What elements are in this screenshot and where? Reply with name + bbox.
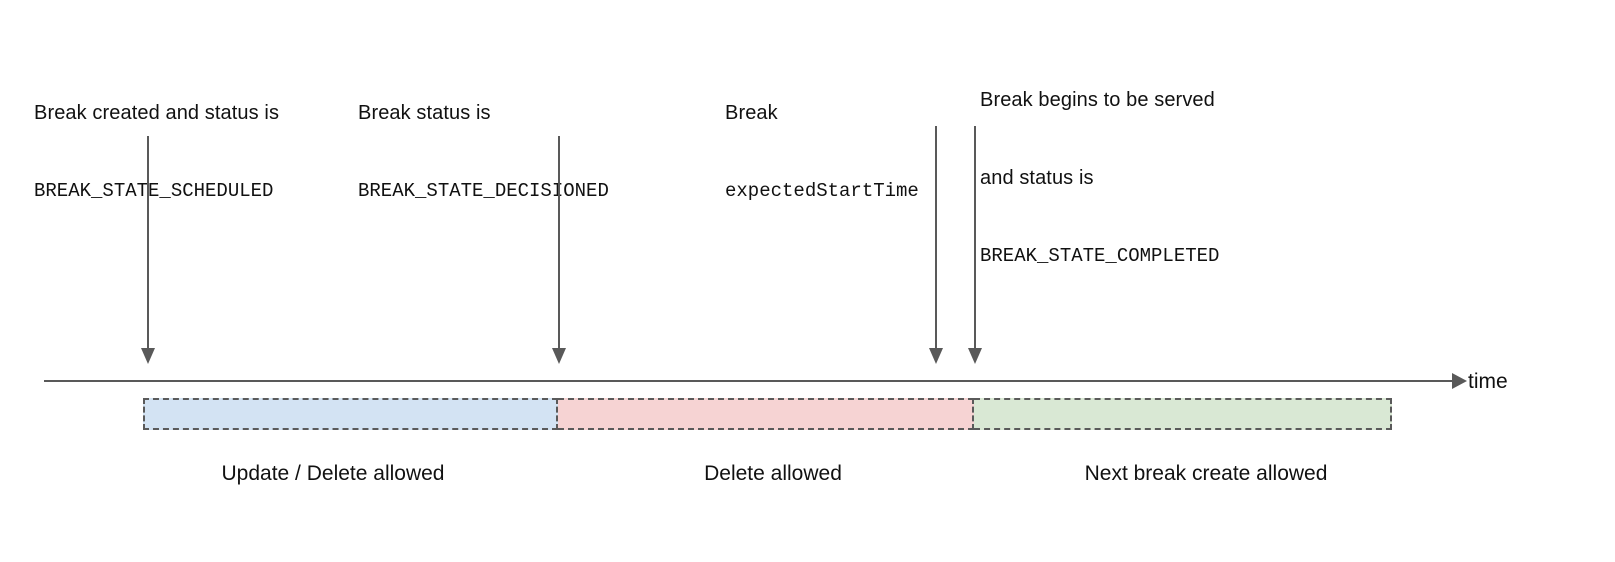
- annotation-scheduled-line-2: BREAK_STATE_SCHEDULED: [34, 180, 274, 202]
- time-axis-arrowhead-icon: [1452, 373, 1467, 389]
- marker-arrow-expected-start-time: [928, 126, 944, 364]
- annotation-decisioned: Break status is BREAK_STATE_DECISIONED: [358, 48, 609, 256]
- annotation-expected-start-time-line-1: Break: [725, 102, 778, 124]
- annotation-decisioned-line-2: BREAK_STATE_DECISIONED: [358, 180, 609, 202]
- annotation-scheduled: Break created and status is BREAK_STATE_…: [34, 48, 279, 256]
- annotation-expected-start-time: Break expectedStartTime: [725, 48, 919, 256]
- annotation-completed-line-3: BREAK_STATE_COMPLETED: [980, 245, 1220, 267]
- annotation-completed-line-1: Break begins to be served: [980, 89, 1215, 111]
- timeline-segment-update-delete: [143, 398, 558, 430]
- caption-next-break-create: Next break create allowed: [1084, 462, 1328, 485]
- annotation-completed-line-2: and status is: [980, 167, 1094, 189]
- caption-update-delete: Update / Delete allowed: [221, 462, 445, 485]
- annotation-completed: Break begins to be served and status is …: [980, 35, 1219, 321]
- annotation-decisioned-line-1: Break status is: [358, 102, 491, 124]
- time-axis-line: [44, 380, 1455, 382]
- timeline-segment-delete: [558, 398, 974, 430]
- marker-arrowhead-icon: [552, 348, 566, 364]
- annotation-scheduled-line-1: Break created and status is: [34, 102, 280, 124]
- time-axis-label: time: [1468, 370, 1508, 393]
- marker-arrow-decisioned: [551, 136, 567, 364]
- marker-arrowhead-icon: [141, 348, 155, 364]
- marker-arrow-completed: [967, 126, 983, 364]
- timeline-bar: [143, 398, 1392, 430]
- caption-delete: Delete allowed: [704, 462, 842, 485]
- marker-stem: [147, 136, 149, 348]
- marker-stem: [935, 126, 937, 348]
- annotation-expected-start-time-line-2: expectedStartTime: [725, 180, 919, 202]
- timeline-segment-next-break-create: [974, 398, 1392, 430]
- marker-stem: [974, 126, 976, 348]
- marker-arrowhead-icon: [929, 348, 943, 364]
- marker-arrowhead-icon: [968, 348, 982, 364]
- marker-arrow-scheduled: [140, 136, 156, 364]
- marker-stem: [558, 136, 560, 348]
